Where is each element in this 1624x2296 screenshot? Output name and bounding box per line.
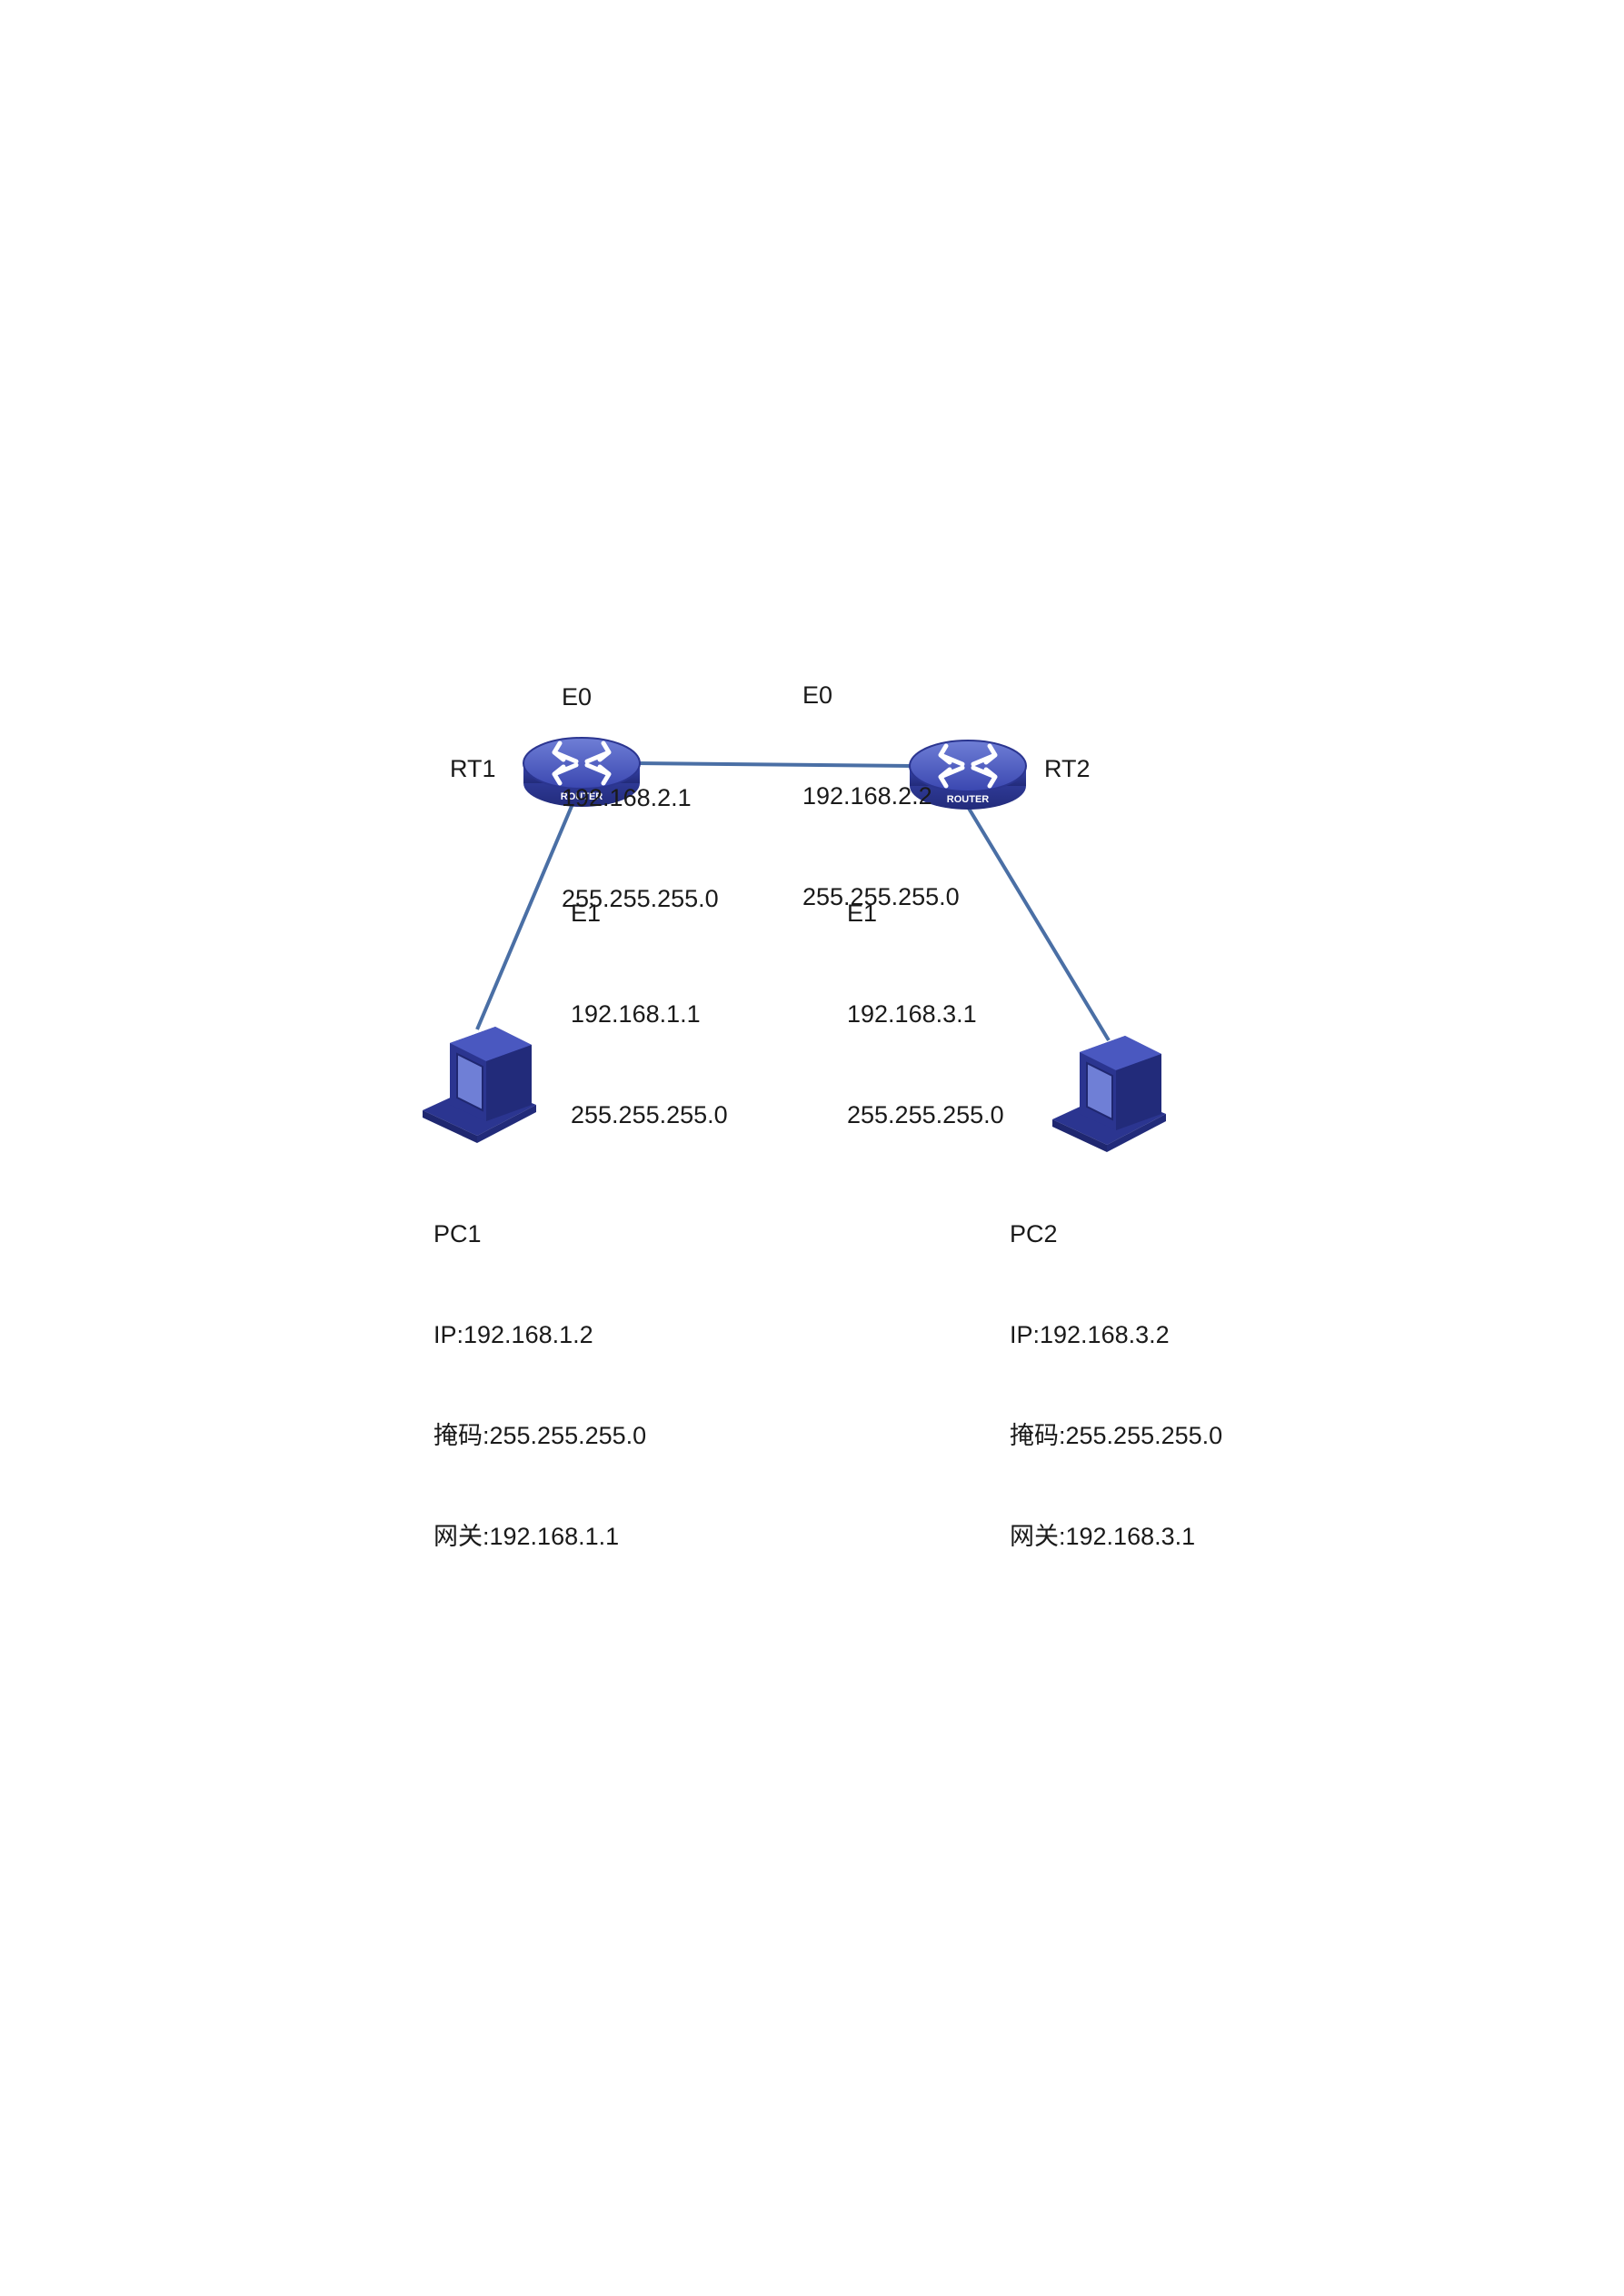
router-icon: ROUTER [523,737,641,807]
router-rt2[interactable]: ROUTER [909,740,1027,810]
rt2-name-label: RT2 [1044,755,1091,782]
rt1-e1-mask: 255.255.255.0 [571,1101,728,1128]
pc2-gateway: 网关:192.168.3.1 [1010,1523,1196,1550]
rt1-e0-port: E0 [562,683,593,711]
router-rt1[interactable]: ROUTER [523,737,641,807]
svg-text:ROUTER: ROUTER [561,791,603,802]
rt1-e1-block: E1 192.168.1.1 255.255.255.0 [571,830,728,1166]
pc2[interactable] [1052,1036,1166,1152]
rt1-e1-ip: 192.168.1.1 [571,1000,701,1028]
link-rt1-pc1 [475,803,574,1030]
rt1-e0-block: E0 192.168.2.1 255.255.255.0 [562,613,719,949]
pc2-name: PC2 [1010,1220,1058,1247]
rt1-e1-port: E1 [571,900,602,927]
pc2-info-block: PC2 IP:192.168.3.2 掩码:255.255.255.0 网关:1… [1010,1150,1222,1587]
rt2-e1-block: E1 192.168.3.1 255.255.255.0 [847,830,1004,1166]
pc2-ip: IP:192.168.3.2 [1010,1321,1170,1348]
rt2-e0-mask: 255.255.255.0 [802,883,960,910]
link-rt2-pc2 [966,805,1111,1042]
pc1-info-block: PC1 IP:192.168.1.2 掩码:255.255.255.0 网关:1… [433,1150,646,1587]
rt1-e0-ip: 192.168.2.1 [562,784,692,811]
rt2-e1-port: E1 [847,900,878,927]
pc2-mask: 掩码:255.255.255.0 [1010,1422,1223,1449]
computer-icon [1052,1036,1166,1152]
router-icon: ROUTER [909,740,1027,810]
rt2-e1-ip: 192.168.3.1 [847,1000,977,1028]
pc1-ip: IP:192.168.1.2 [433,1321,593,1348]
pc1-gateway: 网关:192.168.1.1 [433,1523,620,1550]
svg-text:ROUTER: ROUTER [947,794,990,805]
rt2-e0-port: E0 [802,681,833,709]
rt2-e0-ip: 192.168.2.2 [802,782,932,810]
pc1[interactable] [423,1027,536,1143]
rt2-e0-block: E0 192.168.2.2 255.255.255.0 [802,611,960,948]
rt1-name-label: RT1 [450,755,496,782]
rt1-e0-mask: 255.255.255.0 [562,885,719,912]
pc1-name: PC1 [433,1220,482,1247]
computer-icon [423,1027,536,1143]
link-rt1-rt2 [635,761,912,768]
rt2-e1-mask: 255.255.255.0 [847,1101,1004,1128]
pc1-mask: 掩码:255.255.255.0 [433,1422,647,1449]
